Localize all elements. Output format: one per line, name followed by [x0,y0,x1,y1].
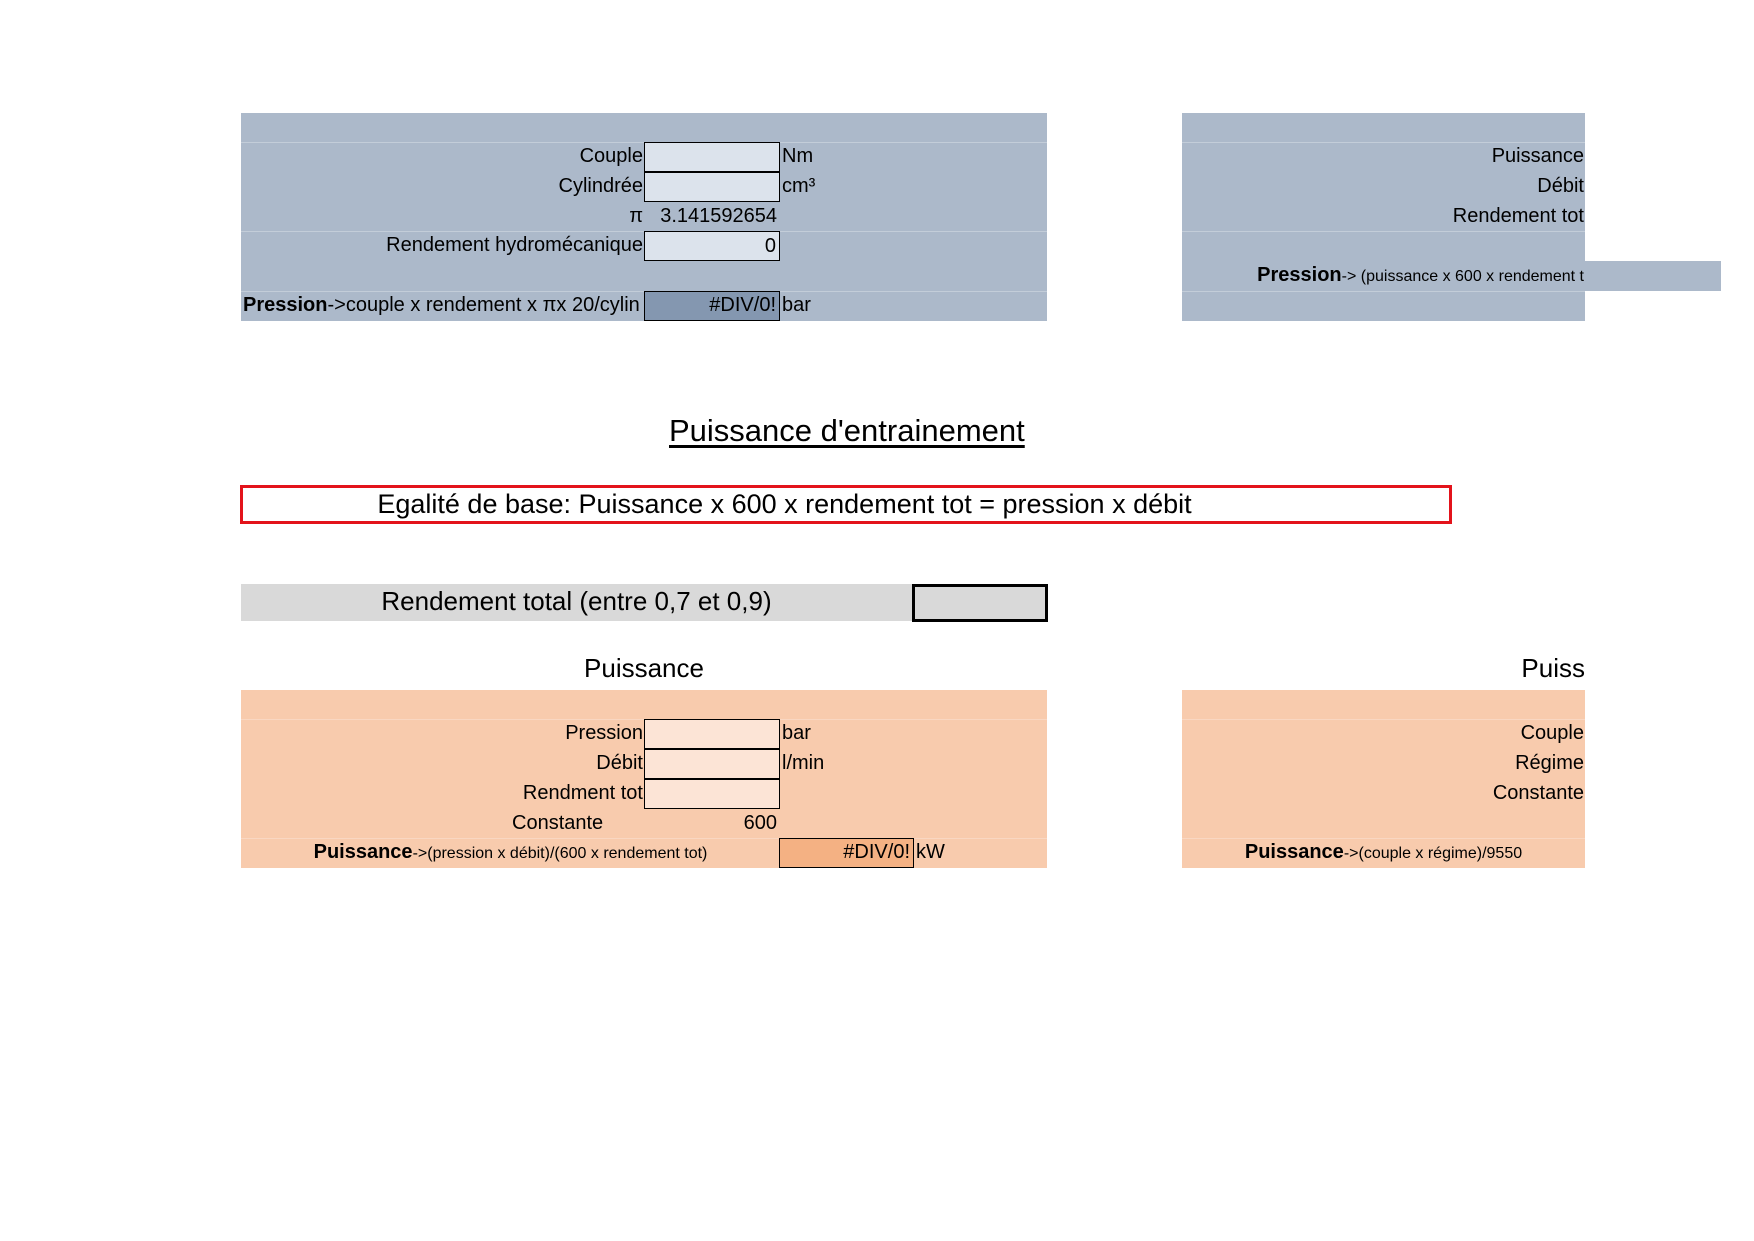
couple-label: Couple [579,145,643,167]
right-pression-formula-bold: Pression [1257,264,1342,286]
debit-unit: l/min [782,752,825,774]
puissance-formula: Puissance->(pression x débit)/(600 x ren… [241,837,780,869]
couple-input[interactable] [644,142,780,172]
right-top-block [1182,113,1585,321]
pression-label: Pression [565,722,643,744]
puissance-right-heading: Puiss [1521,653,1585,683]
right-regime-label: Régime [1515,752,1584,774]
pression-formula-text: ->couple x rendement x πx 20/cylin [327,294,640,316]
egalite-frame: Egalité de base: Puissance x 600 x rende… [240,485,1452,524]
puissance-formula-text: ->(pression x débit)/(600 x rendement to… [412,845,708,862]
right-puissance-formula-text: ->(couple x régime)/9550 [1343,845,1523,862]
egalite-text: Egalité de base: Puissance x 600 x rende… [377,489,1192,519]
pression-unit: bar [782,722,811,744]
debit-input[interactable] [644,749,780,779]
couple-unit: Nm [782,145,814,167]
pression-formula: Pression->couple x rendement x πx 20/cyl… [243,290,643,320]
right-puissance-formula: Puissance->(couple x régime)/9550 [1182,837,1585,869]
puissance-formula-bold: Puissance [313,841,413,863]
rendement-total-row [241,584,912,621]
right-pression-formula: Pression-> (puissance x 600 x rendement … [1184,260,1584,292]
rendement-tot-input[interactable] [644,779,780,809]
debit-label: Débit [596,752,643,774]
rendement-hydromecanique-label: Rendement hydromécanique [386,234,643,256]
right-top-overflow [1585,261,1721,291]
section-title: Puissance d'entrainement [669,413,1025,448]
constante-label: Constante [512,812,604,834]
right-puissance-label: Puissance [1491,145,1584,167]
pression-result-unit: bar [782,294,811,316]
right-rendement-label: Rendement tot [1452,205,1584,227]
cylindree-unit: cm³ [782,175,816,197]
pi-value: 3.141592654 [660,205,777,227]
pression-input[interactable] [644,719,780,749]
right-constante-label: Constante [1492,782,1584,804]
pression-result: #DIV/0! [644,291,780,321]
right-couple-label: Couple [1520,722,1584,744]
right-puissance-formula-bold: Puissance [1244,841,1344,863]
right-pression-formula-text: -> (puissance x 600 x rendement t [1341,268,1584,285]
puissance-heading: Puissance [584,653,704,683]
rendement-total-label: Rendement total (entre 0,7 et 0,9) [381,586,772,616]
pi-label: π [629,205,643,227]
right-debit-label: Débit [1537,175,1584,197]
puissance-result: #DIV/0! [779,838,914,868]
pression-formula-bold: Pression [243,294,328,316]
puissance-result-unit: kW [916,841,945,863]
cylindree-input[interactable] [644,172,780,202]
rendement-hydromecanique-input[interactable] [644,231,780,261]
rendement-total-input[interactable] [912,584,1048,622]
cylindree-label: Cylindrée [558,175,643,197]
constante-value: 600 [743,812,777,834]
rendement-tot-label: Rendment tot [522,782,643,804]
